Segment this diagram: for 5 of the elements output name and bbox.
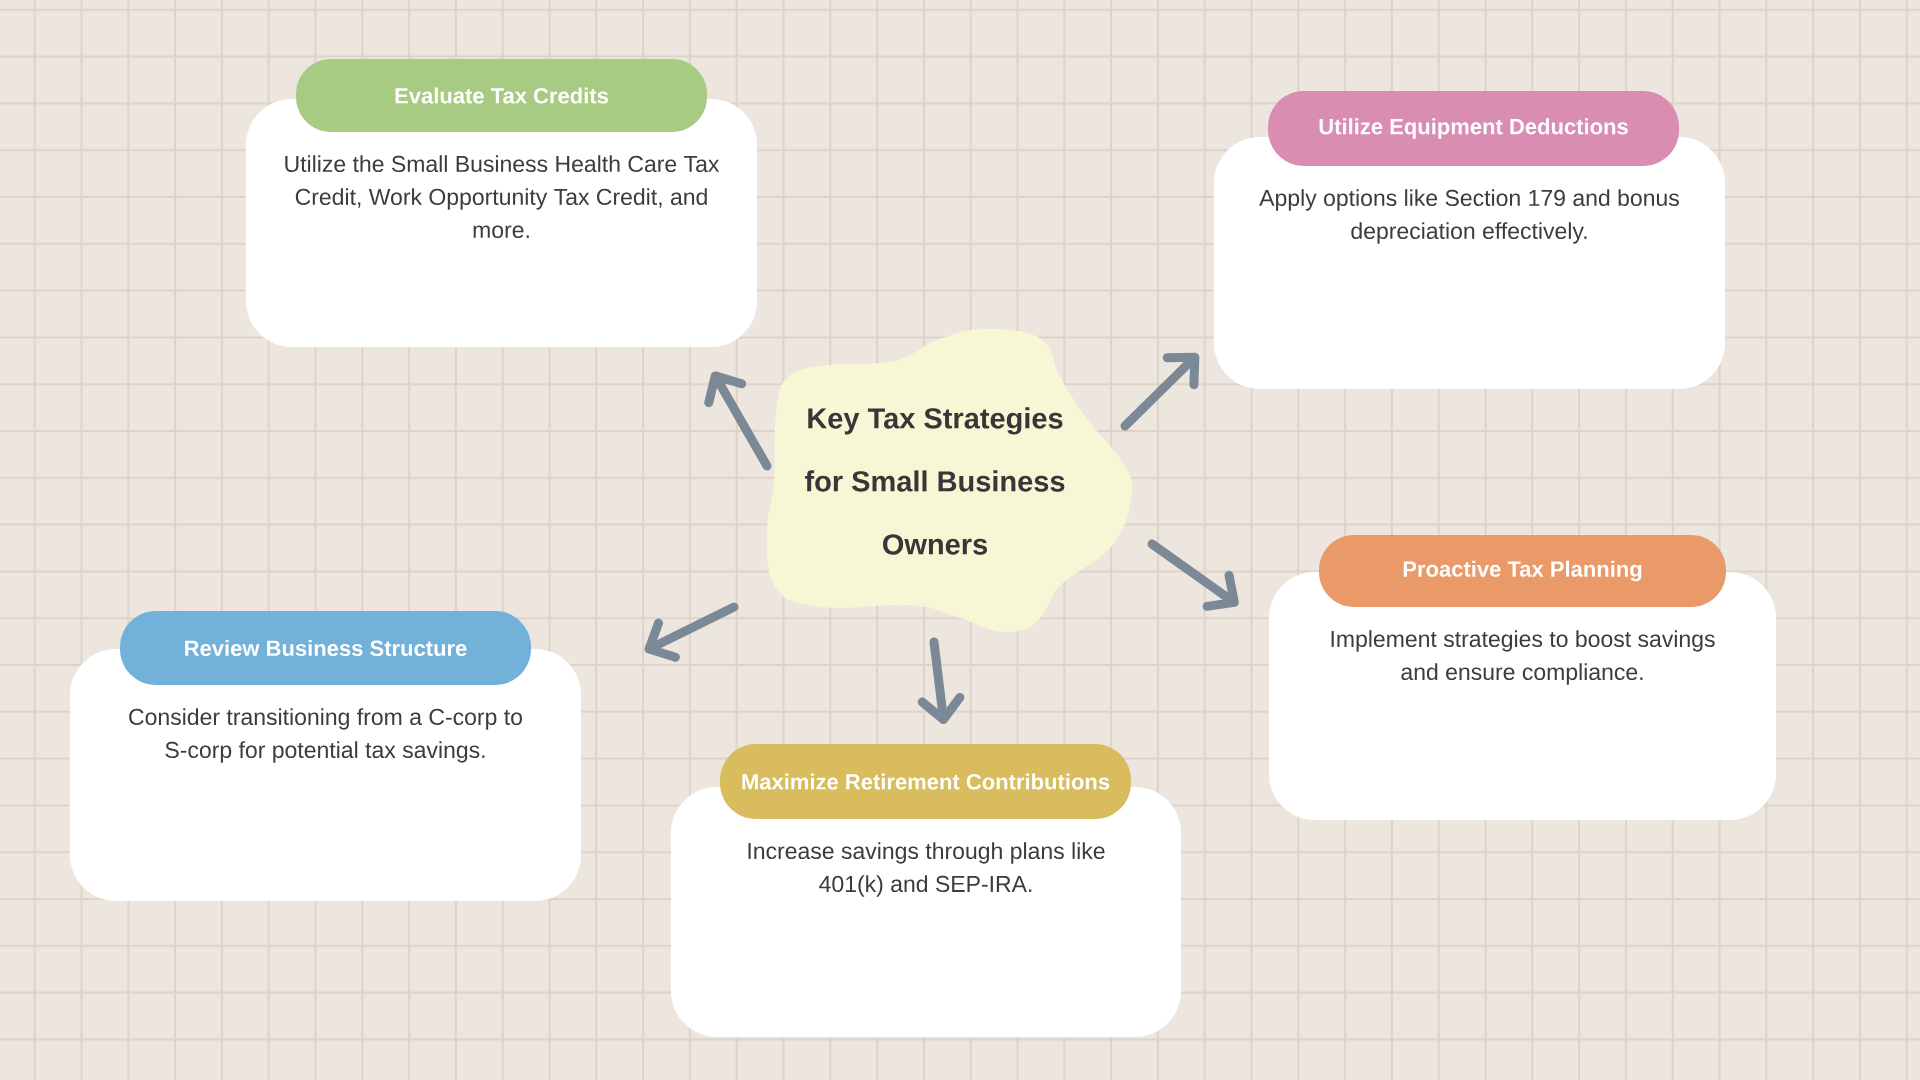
arrow (644, 602, 739, 662)
heading-pill: Utilize Equipment Deductions (1268, 91, 1679, 166)
arrow (704, 371, 772, 471)
arrow (1120, 352, 1200, 431)
arrow (1147, 539, 1239, 611)
